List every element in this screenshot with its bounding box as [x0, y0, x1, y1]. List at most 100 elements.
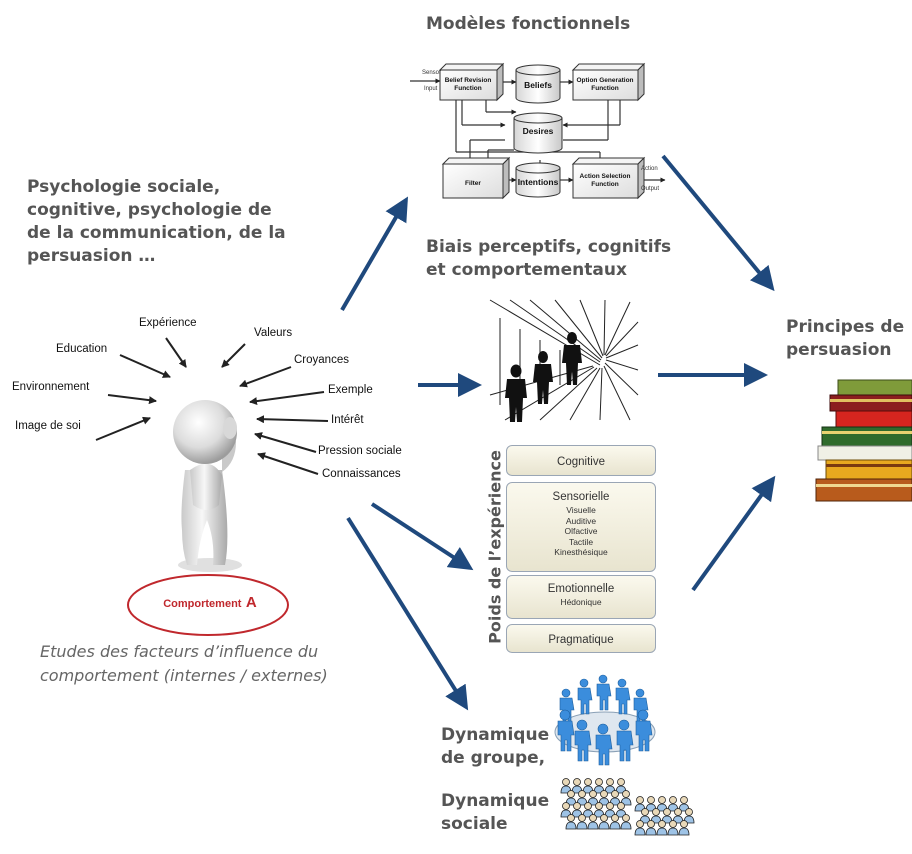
factor-environnement: Environnement: [12, 381, 90, 393]
crowd-person-head: [573, 802, 581, 810]
crowd-person-body: [609, 821, 621, 830]
persuasion-principles-heading: Principes de persuasion: [786, 316, 904, 362]
crowd-person-head: [652, 808, 660, 816]
experience-emotionnelle-box: Emotionnelle Hédonique: [506, 575, 656, 619]
crowd-person-head: [606, 802, 614, 810]
crowd-person-head: [658, 820, 666, 828]
crowd-person-head: [647, 796, 655, 804]
crowd-person-head: [680, 820, 688, 828]
crowd-person-head: [578, 814, 586, 822]
experience-cognitive-box: Cognitive: [506, 445, 656, 476]
crowd-person-head: [622, 814, 630, 822]
crowd-person-head: [611, 790, 619, 798]
factor-pression-sociale: Pression sociale: [318, 445, 402, 457]
bdi-option-generation-label: Option Generation: [576, 77, 633, 84]
crowd-person-body: [634, 827, 646, 836]
bdi-output-label: Output: [641, 186, 659, 192]
factor-connaissances: Connaissances: [322, 468, 401, 480]
experience-cognitive-label: Cognitive: [557, 456, 605, 468]
bdi-option-generation-label-2: Function: [591, 85, 618, 92]
bdi-intentions-label: Intentions: [518, 177, 559, 187]
factor-interet: Intérêt: [331, 414, 364, 426]
factor-valeurs: Valeurs: [254, 327, 293, 339]
bdi-input-label: Input: [424, 86, 438, 92]
social-dynamics-line-1: Dynamique: [441, 791, 550, 811]
crowd-person-body: [598, 821, 610, 830]
experience-emotionnelle-label: Emotionnelle: [547, 583, 615, 595]
experience-hedonique-label: Hédonique: [560, 597, 602, 607]
social-dynamics-heading: Dynamique sociale: [441, 790, 549, 836]
crowd-person-head: [669, 820, 677, 828]
group-dynamics-heading: Dynamique de groupe,: [441, 724, 549, 770]
crowd-person-head: [636, 796, 644, 804]
crowd-person-body: [645, 827, 657, 836]
crowd-person-head: [669, 796, 677, 804]
crowd-person-head: [562, 778, 570, 786]
bdi-beliefs-label: Beliefs: [524, 80, 552, 90]
experience-weight-title-container: Poids de l’expérience: [482, 440, 508, 654]
thinking-figure-illustration: [127, 400, 289, 636]
crowd-person-head: [617, 778, 625, 786]
arrow-experience-to-principles: [691, 475, 776, 592]
arrow-models-to-principles: [661, 154, 775, 292]
biases-heading: Biais perceptifs, cognitifs et comportem…: [426, 236, 671, 282]
bdi-action-selection-label: Action Selection: [580, 173, 631, 180]
study-note-line-2: comportement (internes / externes): [40, 666, 328, 685]
crowd-person-head: [606, 778, 614, 786]
crowd-person-head: [600, 814, 608, 822]
sensorielle-auditive: Auditive: [565, 515, 597, 526]
crowd-person-body: [565, 821, 577, 830]
group-circle-illustration: [554, 674, 656, 766]
crowd-person-head: [584, 778, 592, 786]
crowd-person-head: [567, 790, 575, 798]
flow-arrows: [340, 154, 776, 711]
arrow-to-experience-weight: [370, 502, 474, 571]
crowd-person-head: [584, 802, 592, 810]
experience-sensorielle-box: Sensorielle Visuelle Auditive Olfactive …: [506, 482, 656, 572]
bdi-model-diagram: Belief Revision Function Beliefs Option …: [410, 62, 666, 200]
factor-education: Education: [56, 343, 108, 355]
sensorielle-olfactive: Olfactive: [564, 526, 598, 536]
crowd-person-body: [678, 827, 690, 836]
social-psychology-line-1: Psychologie sociale,: [27, 177, 221, 197]
social-psychology-line-2: cognitive, psychologie de: [27, 200, 272, 220]
influence-arrows: [95, 337, 329, 475]
crowd-person-body: [587, 821, 599, 830]
crowd-person-body: [656, 827, 668, 836]
crowd-person-head: [562, 802, 570, 810]
crowd-person-head: [641, 808, 649, 816]
factor-exemple: Exemple: [328, 384, 373, 396]
biases-line-1: Biais perceptifs, cognitifs: [426, 237, 672, 257]
crowd-person-head: [622, 790, 630, 798]
principles-line-2: persuasion: [786, 340, 892, 360]
experience-pragmatique-box: Pragmatique: [506, 624, 656, 653]
crowd-person-head: [647, 820, 655, 828]
crowd-person-head: [589, 790, 597, 798]
group-dynamics-line-1: Dynamique: [441, 725, 550, 745]
crowd-person-head: [611, 814, 619, 822]
factor-image-de-soi: Image de soi: [15, 420, 81, 432]
crowd-person-body: [667, 827, 679, 836]
crowd-person-head: [595, 802, 603, 810]
arrow-to-group-dynamics: [346, 516, 469, 711]
bdi-desires-label: Desires: [523, 126, 554, 136]
behavior-text: Comportement: [163, 598, 242, 610]
sensorielle-visuelle: Visuelle: [566, 505, 596, 515]
crowd-person-head: [680, 796, 688, 804]
experience-sensorielle-label: Sensorielle: [552, 491, 610, 503]
functional-models-heading: Modèles fonctionnels: [426, 14, 631, 34]
experience-weight-title: Poids de l’expérience: [485, 450, 505, 644]
social-psychology-line-3: de la communication, de la: [27, 223, 286, 243]
crowd-person-head: [636, 820, 644, 828]
crowd-person-head: [589, 814, 597, 822]
study-note: Etudes des facteurs d’influence du compo…: [40, 640, 328, 688]
crowd-person-head: [595, 778, 603, 786]
factor-croyances: Croyances: [294, 354, 349, 366]
sensorielle-kinesthesique: Kinesthésique: [554, 547, 608, 557]
crowd-person-head: [567, 814, 575, 822]
crowd-person-head: [658, 796, 666, 804]
crowd-person-body: [576, 821, 588, 830]
social-psychology-heading: Psychologie sociale, cognitive, psycholo…: [27, 176, 357, 268]
behavior-label: Comportement A: [150, 594, 270, 612]
